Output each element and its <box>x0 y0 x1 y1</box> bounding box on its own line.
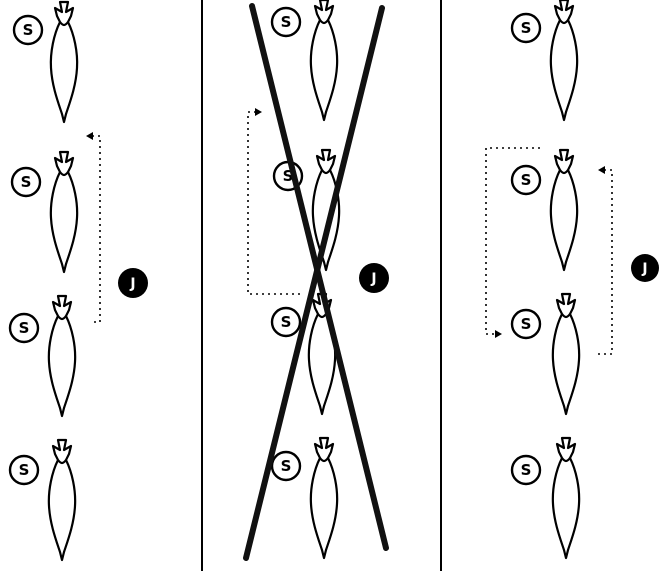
swimmer-figure <box>551 292 581 416</box>
swimmer-figure <box>549 0 579 122</box>
swimmer-label: S <box>21 173 32 191</box>
swimmer-label: S <box>521 171 532 189</box>
arrow-head <box>86 132 93 140</box>
swimmer-label: S <box>281 313 292 331</box>
arrow-head <box>598 166 605 174</box>
swimmer-figure <box>49 150 79 274</box>
swimmer-label: S <box>521 19 532 37</box>
swimmer-figure <box>47 438 77 562</box>
swimmer-figure <box>307 292 337 416</box>
swimmer-figure <box>309 0 339 122</box>
shift-bracket <box>90 135 101 323</box>
swimmer-label: S <box>283 167 294 185</box>
cross-out-line <box>249 3 389 551</box>
swimmer-figure <box>549 148 579 272</box>
cross-out-line <box>243 5 385 561</box>
swimmer-marker: S <box>270 306 302 338</box>
swimmer-marker: S <box>510 308 542 340</box>
swimmer-marker: S <box>270 6 302 38</box>
ball-marker-label: J <box>641 261 647 277</box>
swimmer-marker: S <box>8 312 40 344</box>
swimmer-label: S <box>19 461 30 479</box>
swimmer-label: S <box>19 319 30 337</box>
panel-left: S S S S J <box>8 0 148 562</box>
ball-marker: J <box>118 268 148 298</box>
ball-marker: J <box>631 254 659 282</box>
ball-marker-label: J <box>370 271 376 287</box>
swimmer-marker: S <box>270 450 302 482</box>
swimmer-marker: S <box>8 454 40 486</box>
swimmer-marker: S <box>510 12 542 44</box>
swimmer-figure <box>49 0 79 124</box>
arrow-head <box>495 330 502 338</box>
panel-middle: S S S S J <box>243 0 389 561</box>
swimmer-figure <box>551 436 581 560</box>
shift-bracket <box>598 169 613 355</box>
swimmer-marker: S <box>12 14 44 46</box>
swimmer-marker: S <box>10 166 42 198</box>
swimmer-label: S <box>281 13 292 31</box>
swimmer-figure <box>309 436 339 560</box>
panel-right: S S S S J <box>485 0 659 560</box>
swimmer-label: S <box>521 461 532 479</box>
swimmer-figure <box>47 294 77 418</box>
ball-marker-label: J <box>129 276 135 292</box>
swimmer-label: S <box>23 21 34 39</box>
swimmer-figure <box>311 148 341 272</box>
shift-bracket <box>247 111 300 295</box>
ball-marker: J <box>359 263 389 293</box>
swimmer-marker: S <box>510 164 542 196</box>
arrow-head <box>255 108 262 116</box>
swimmer-label: S <box>281 457 292 475</box>
swimmer-label: S <box>521 315 532 333</box>
swimmer-marker: S <box>510 454 542 486</box>
